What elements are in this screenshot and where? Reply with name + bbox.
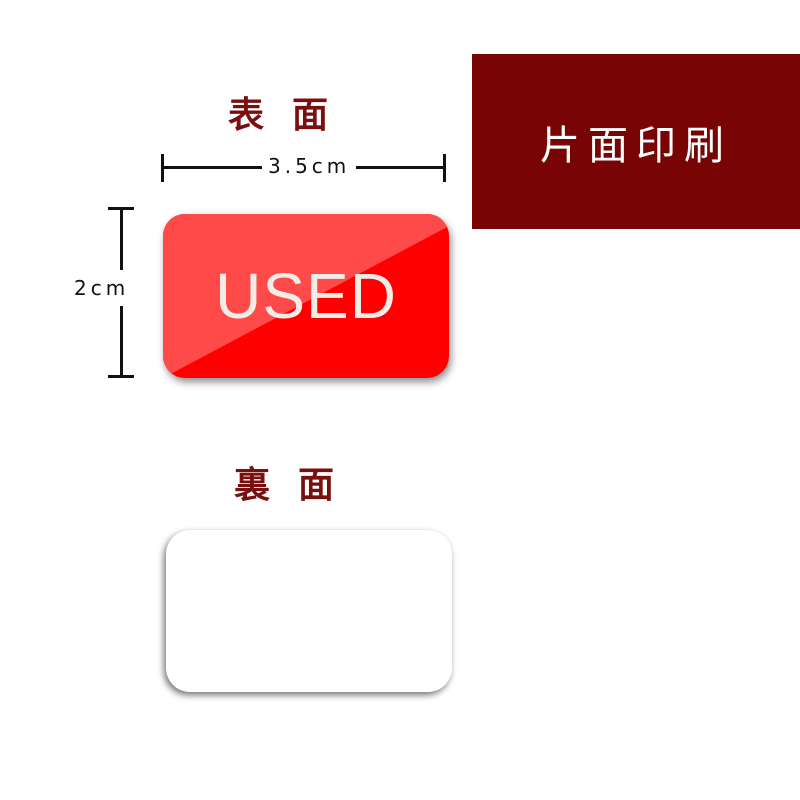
front-sticker-text: USED [215,260,397,332]
front-side-title: 表面 [228,95,357,136]
back-sticker [166,530,452,692]
width-dimension-label: 3.5cm [262,154,357,178]
single-side-print-banner: 片面印刷 [472,54,800,229]
back-side-title: 裏面 [234,465,363,506]
height-dimension-bottom-tick [108,375,134,378]
banner-text: 片面印刷 [540,122,732,169]
sticker-gloss-highlight [163,214,449,378]
width-dimension-left-tick [161,154,164,182]
front-sticker: USED [163,214,449,378]
height-dimension-label: 2cm [74,270,130,306]
